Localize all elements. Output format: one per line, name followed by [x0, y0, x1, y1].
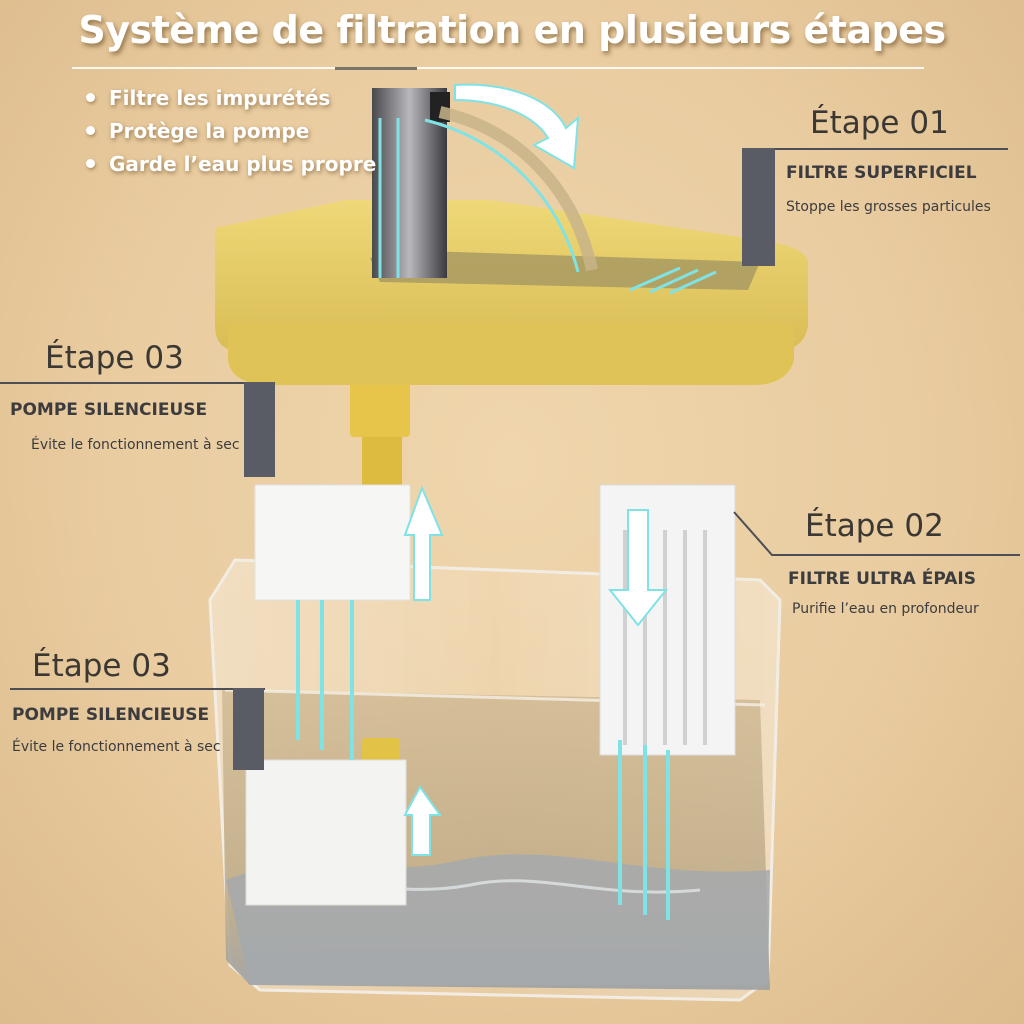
title-divider [72, 67, 924, 69]
water-stream [438, 106, 598, 272]
step-description: Stoppe les grosses particules [786, 199, 991, 215]
arrow-down-filter [607, 509, 669, 627]
step-description: Évite le fonctionnement à sec [31, 437, 240, 453]
step-label: Étape 02 [805, 508, 944, 544]
feature-list: Filtre les impurétés Protège la pompe Ga… [86, 82, 376, 181]
callout-rule [10, 688, 265, 690]
page-title: Système de filtration en plusieurs étape… [78, 8, 946, 52]
upper-pump-block [254, 484, 411, 601]
callout-rule [742, 148, 1008, 150]
arrow-up-lower [403, 785, 442, 856]
callout-rule [0, 382, 275, 384]
callout-bar [244, 382, 275, 477]
step-label: Étape 03 [32, 648, 171, 684]
callout-bar [742, 148, 775, 266]
top-tray [215, 200, 808, 385]
connector-step02 [733, 511, 1020, 556]
step-heading: FILTRE ULTRA ÉPAIS [788, 569, 976, 589]
step-description: Évite le fonctionnement à sec [12, 739, 221, 755]
bullet-icon [86, 159, 95, 168]
step-label: Étape 03 [45, 340, 184, 376]
feature-item: Filtre les impurétés [86, 82, 376, 115]
arrow-up-upper [403, 485, 444, 601]
step-heading: POMPE SILENCIEUSE [10, 400, 208, 420]
step-heading: FILTRE SUPERFICIEL [786, 163, 977, 183]
flow-lines [296, 600, 670, 920]
title-divider-accent [335, 67, 417, 70]
feature-item: Protège la pompe [86, 115, 376, 148]
callout-bar [233, 688, 264, 770]
step-label: Étape 01 [810, 105, 949, 141]
bullet-icon [86, 93, 95, 102]
step-description: Purifie l’eau en profondeur [792, 601, 979, 617]
lower-pump-block [245, 759, 407, 906]
filter-cartridge [599, 484, 736, 756]
bullet-icon [86, 126, 95, 135]
feature-item: Garde l’eau plus propre [86, 148, 376, 181]
step-heading: POMPE SILENCIEUSE [12, 705, 210, 725]
flow-arrow-curved [454, 83, 580, 170]
